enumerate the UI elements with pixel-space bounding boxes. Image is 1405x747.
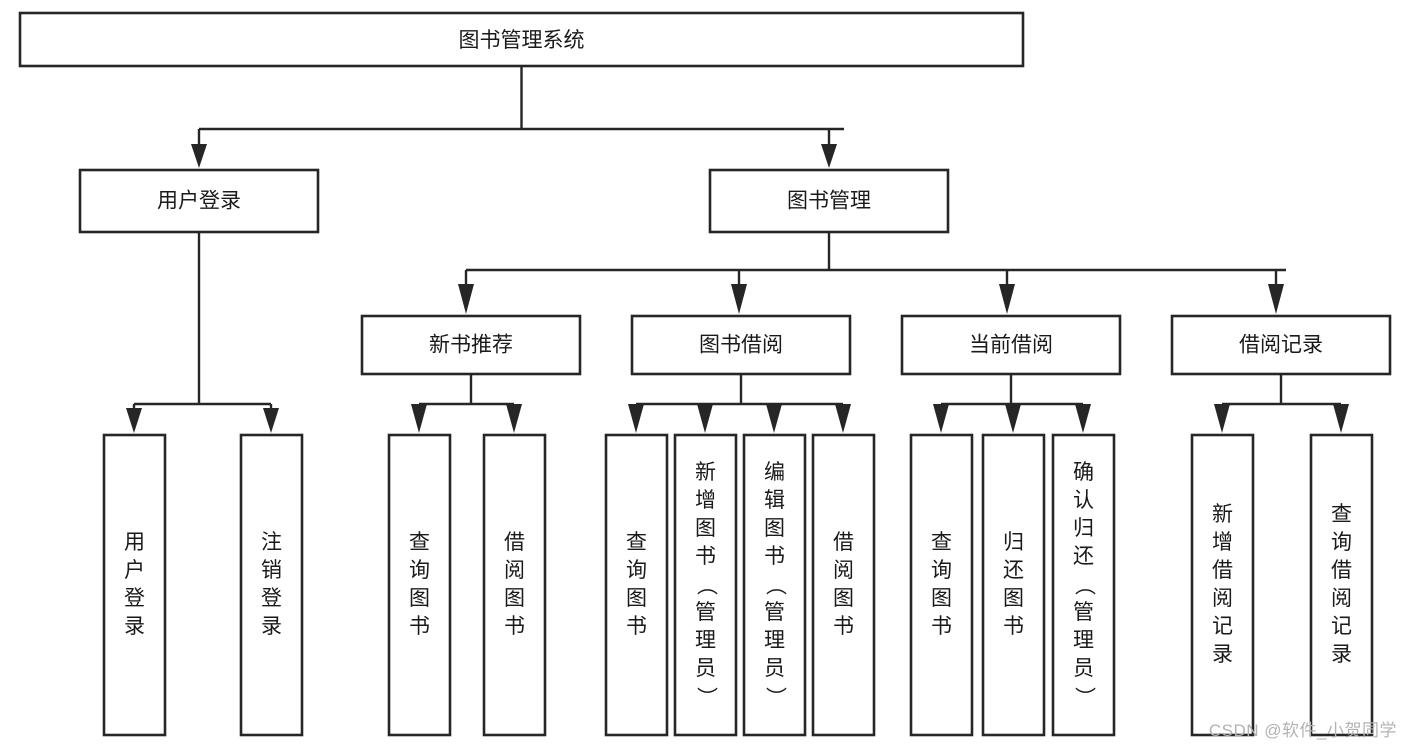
node-leaf-add-borrow-record-box[interactable]: [1190, 433, 1255, 737]
node-leaf-user-login-box[interactable]: [102, 433, 167, 737]
node-borrow-record[interactable]: 借阅记录: [1170, 314, 1392, 376]
node-book-borrow-label: 图书借阅: [699, 334, 783, 357]
leaf-node-group: [102, 433, 1374, 737]
arrow-head-leaf-borrow-book-new: [506, 404, 522, 433]
node-current-borrow-label: 当前借阅: [969, 334, 1053, 357]
node-borrow-record-label: 借阅记录: [1239, 334, 1323, 357]
node-leaf-confirm-return-admin-box[interactable]: [1051, 433, 1116, 737]
node-new-book-recommend-box[interactable]: [360, 314, 582, 376]
node-new-book-recommend[interactable]: 新书推荐: [360, 314, 582, 376]
arrow-head-leaf-query-borrow-record: [1333, 404, 1349, 433]
node-user-login-label: 用户登录: [157, 190, 241, 213]
node-leaf-query-book-current-box[interactable]: [909, 433, 974, 737]
arrow-head-leaf-user-login: [126, 408, 142, 433]
node-book-manage-label: 图书管理: [787, 190, 871, 213]
arrow-head-leaf-return-book: [1005, 404, 1021, 433]
arrow-head-leaf-confirm-return-admin: [1075, 404, 1091, 433]
node-book-manage-box[interactable]: [708, 168, 950, 234]
csdn-watermark: CSDN @软件_小贺同学: [1208, 721, 1397, 740]
node-leaf-query-borrow-record-box[interactable]: [1309, 433, 1374, 737]
node-root-box[interactable]: [18, 11, 1025, 68]
node-user-login[interactable]: 用户登录: [78, 168, 320, 234]
arrow-head-leaf-add-book-admin: [697, 404, 713, 433]
arrow-head-leaf-logout-login: [263, 408, 279, 433]
arrow-head-new-book-recommend: [458, 284, 474, 314]
arrow-head-current-borrow: [999, 284, 1015, 314]
node-leaf-query-book-new-box[interactable]: [387, 433, 452, 737]
arrow-head-leaf-query-book-new: [411, 404, 427, 433]
node-leaf-add-book-admin-box[interactable]: [673, 433, 738, 737]
node-leaf-edit-book-admin-box[interactable]: [742, 433, 807, 737]
node-leaf-query-book-borrow-box[interactable]: [604, 433, 669, 737]
arrow-head-book-manage: [821, 144, 837, 168]
node-current-borrow-box[interactable]: [900, 314, 1122, 376]
node-current-borrow[interactable]: 当前借阅: [900, 314, 1122, 376]
arrow-head-borrow-record: [1268, 284, 1284, 314]
arrow-head-leaf-borrow-book: [835, 404, 851, 433]
node-root-label: 图书管理系统: [459, 29, 585, 52]
node-layer: 图书管理系统 用户登录 图书管理 新书推荐 图书借阅: [18, 11, 1392, 737]
node-root[interactable]: 图书管理系统: [18, 11, 1025, 68]
node-leaf-borrow-book-new-box[interactable]: [482, 433, 547, 737]
arrow-head-leaf-query-book-borrow: [628, 404, 644, 433]
node-new-book-recommend-label: 新书推荐: [429, 334, 513, 357]
node-book-borrow-box[interactable]: [630, 314, 852, 376]
node-book-borrow[interactable]: 图书借阅: [630, 314, 852, 376]
node-leaf-return-book-box[interactable]: [981, 433, 1046, 737]
arrow-head-leaf-edit-book-admin: [766, 404, 782, 433]
arrow-head-leaf-add-borrow-record: [1214, 404, 1230, 433]
arrow-head-leaf-query-book-current: [933, 404, 949, 433]
node-borrow-record-box[interactable]: [1170, 314, 1392, 376]
arrow-head-user-login: [191, 144, 207, 168]
node-book-manage[interactable]: 图书管理: [708, 168, 950, 234]
node-leaf-borrow-book-box[interactable]: [811, 433, 876, 737]
node-user-login-box[interactable]: [78, 168, 320, 234]
node-leaf-logout-login-box[interactable]: [239, 433, 304, 737]
connector-layer: [126, 66, 1349, 433]
arrow-head-book-borrow: [731, 284, 747, 314]
